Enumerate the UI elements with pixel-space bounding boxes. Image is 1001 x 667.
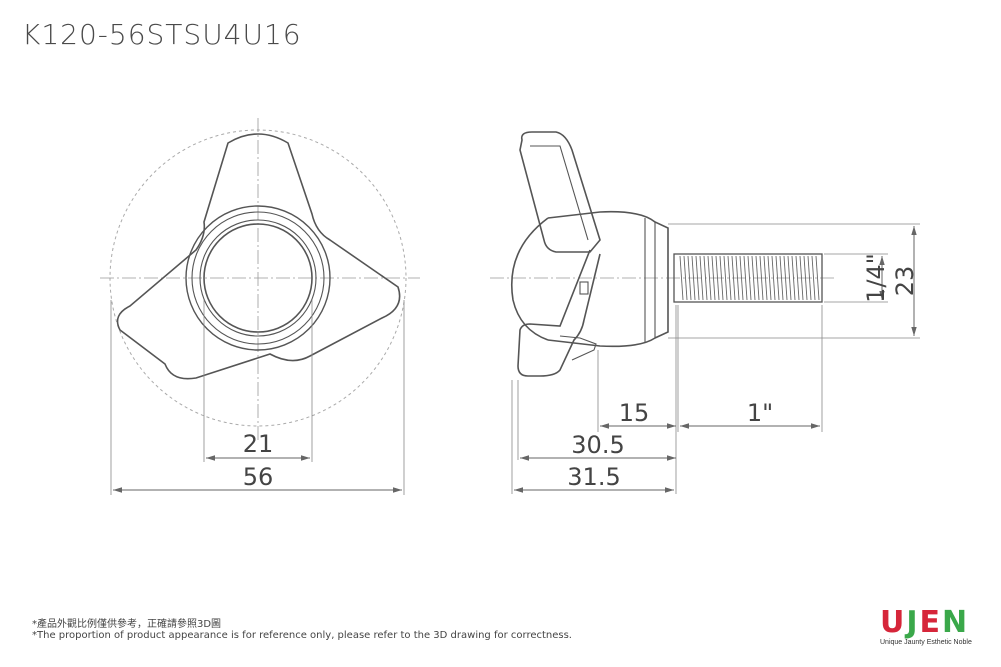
logo-letter-j: J: [906, 605, 920, 640]
thread-line: [767, 255, 772, 301]
side-bottom-wing: [517, 249, 601, 377]
thread-line: [759, 255, 764, 301]
thread-line: [739, 255, 744, 301]
front-view: [100, 118, 420, 495]
logo-letter-n: N: [942, 605, 970, 640]
thread-line: [707, 255, 712, 301]
front-ring-3: [199, 219, 317, 337]
thread-line: [755, 255, 760, 301]
dim-label-15: 15: [619, 399, 650, 427]
thread-line: [687, 255, 692, 301]
thread-line: [743, 255, 748, 301]
thread-line: [691, 255, 696, 301]
dim-label-21: 21: [243, 430, 274, 458]
thread-line: [747, 255, 752, 301]
thread-line: [787, 255, 792, 301]
side-hub: [547, 210, 669, 348]
thread-line: [723, 255, 728, 301]
thread-line: [763, 255, 768, 301]
ujen-logo: UJEN Unique Jaunty Esthetic Noble: [880, 608, 980, 647]
front-ring-2: [191, 211, 325, 345]
knob-outline: [116, 133, 401, 380]
front-ring-4: [203, 223, 313, 333]
thread-line: [803, 255, 808, 301]
dim-label-56: 56: [243, 463, 274, 491]
thread-shaft: [673, 253, 823, 303]
thread-line: [775, 255, 780, 301]
logo-mark: UJEN: [880, 608, 980, 638]
thread-line: [771, 255, 776, 301]
drawing-title: K120-56STSU4U16: [22, 18, 302, 51]
thread-line: [811, 255, 816, 301]
note-english: *The proportion of product appearance is…: [32, 630, 572, 641]
front-ring-1: [185, 205, 331, 351]
thread-line: [727, 255, 732, 301]
thread-line: [719, 255, 724, 301]
thread-line: [779, 255, 784, 301]
dim-label-quarter-inch: 1/4": [862, 253, 890, 303]
thread-lines: [679, 255, 820, 301]
thread-line: [731, 255, 736, 301]
thread-line: [711, 255, 716, 301]
dim-label-23: 23: [891, 266, 919, 297]
dim-label-31-5: 31.5: [567, 463, 620, 491]
note-chinese: *產品外觀比例僅供參考，正確請參照3D圖: [32, 619, 222, 630]
side-top-wing: [519, 131, 601, 253]
thread-line: [735, 255, 740, 301]
thread-line: [815, 255, 820, 301]
thread-line: [695, 255, 700, 301]
logo-tagline: Unique Jaunty Esthetic Noble: [880, 639, 972, 646]
thread-line: [795, 255, 800, 301]
thread-line: [703, 255, 708, 301]
thread-line: [751, 255, 756, 301]
dim-label-1in: 1": [747, 399, 773, 427]
side-dome: [511, 217, 549, 341]
side-pin: [579, 281, 589, 295]
logo-letter-e: E: [919, 605, 943, 640]
dim-label-30-5: 30.5: [571, 431, 624, 459]
thread-line: [683, 255, 688, 301]
thread-line: [715, 255, 720, 301]
logo-letter-u: U: [880, 605, 907, 640]
thread-line: [679, 255, 684, 301]
thread-line: [791, 255, 796, 301]
side-view: [490, 131, 920, 494]
thread-line: [699, 255, 704, 301]
thread-line: [807, 255, 812, 301]
thread-line: [783, 255, 788, 301]
thread-line: [799, 255, 804, 301]
